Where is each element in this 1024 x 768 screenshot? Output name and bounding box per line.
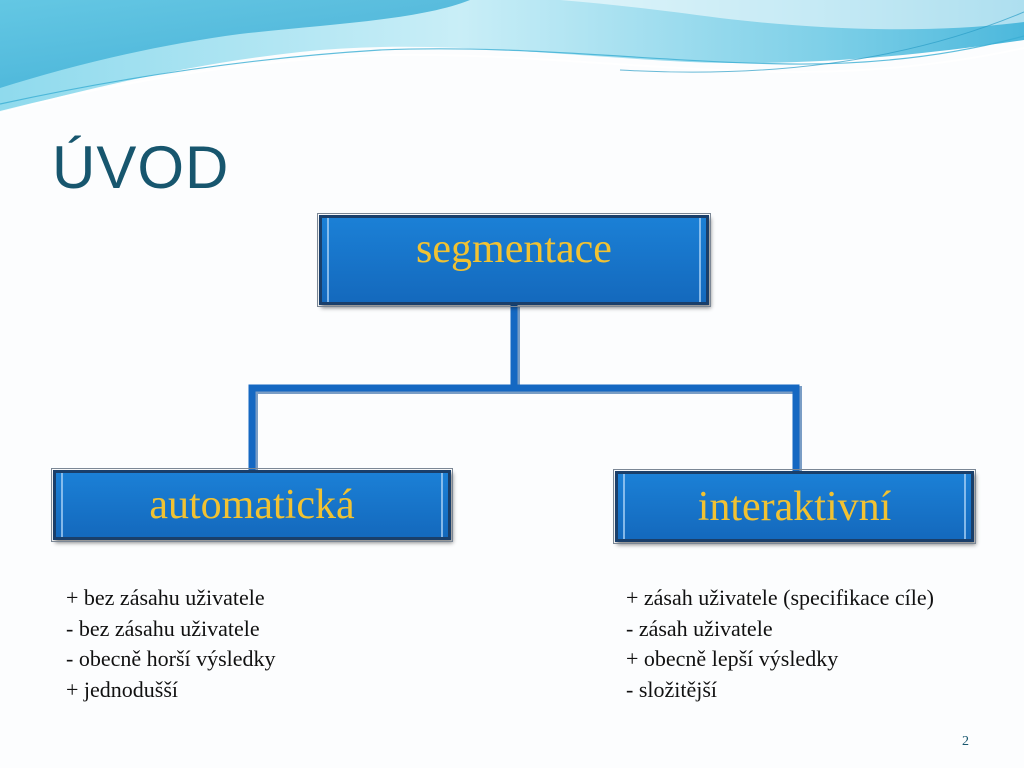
connector-branch-shadow: [250, 386, 802, 474]
node-label: segmentace: [416, 226, 612, 272]
slide-title: ÚVOD: [52, 134, 230, 201]
list-item: - obecně horší výsledky: [66, 646, 276, 671]
header-wave-decoration: [0, 0, 1024, 113]
list-item: - složitější: [626, 676, 718, 702]
list-item: + obecně lepší výsledky: [626, 646, 839, 671]
list-item: - bez zásahu uživatele: [66, 615, 260, 641]
list-item: + zásah uživatele (specifikace cíle): [626, 585, 934, 610]
list-item: - zásah uživatele: [626, 615, 773, 641]
interactive-notes-list: + zásah uživatele (specifikace cíle) - z…: [626, 583, 934, 705]
node-label: interaktivní: [697, 484, 892, 530]
node-interaktivni: interaktivní: [613, 469, 976, 544]
page-number: 2: [962, 734, 969, 749]
node-automaticka: automatická: [51, 468, 453, 542]
connector-branch: [248, 384, 800, 472]
automatic-notes-list: + bez zásahu uživatele - bez zásahu uživ…: [66, 583, 276, 705]
list-item: + jednodušší: [66, 676, 179, 702]
node-segmentace: segmentace: [317, 213, 711, 307]
list-item: + bez zásahu uživatele: [66, 585, 265, 610]
node-label: automatická: [149, 482, 355, 528]
